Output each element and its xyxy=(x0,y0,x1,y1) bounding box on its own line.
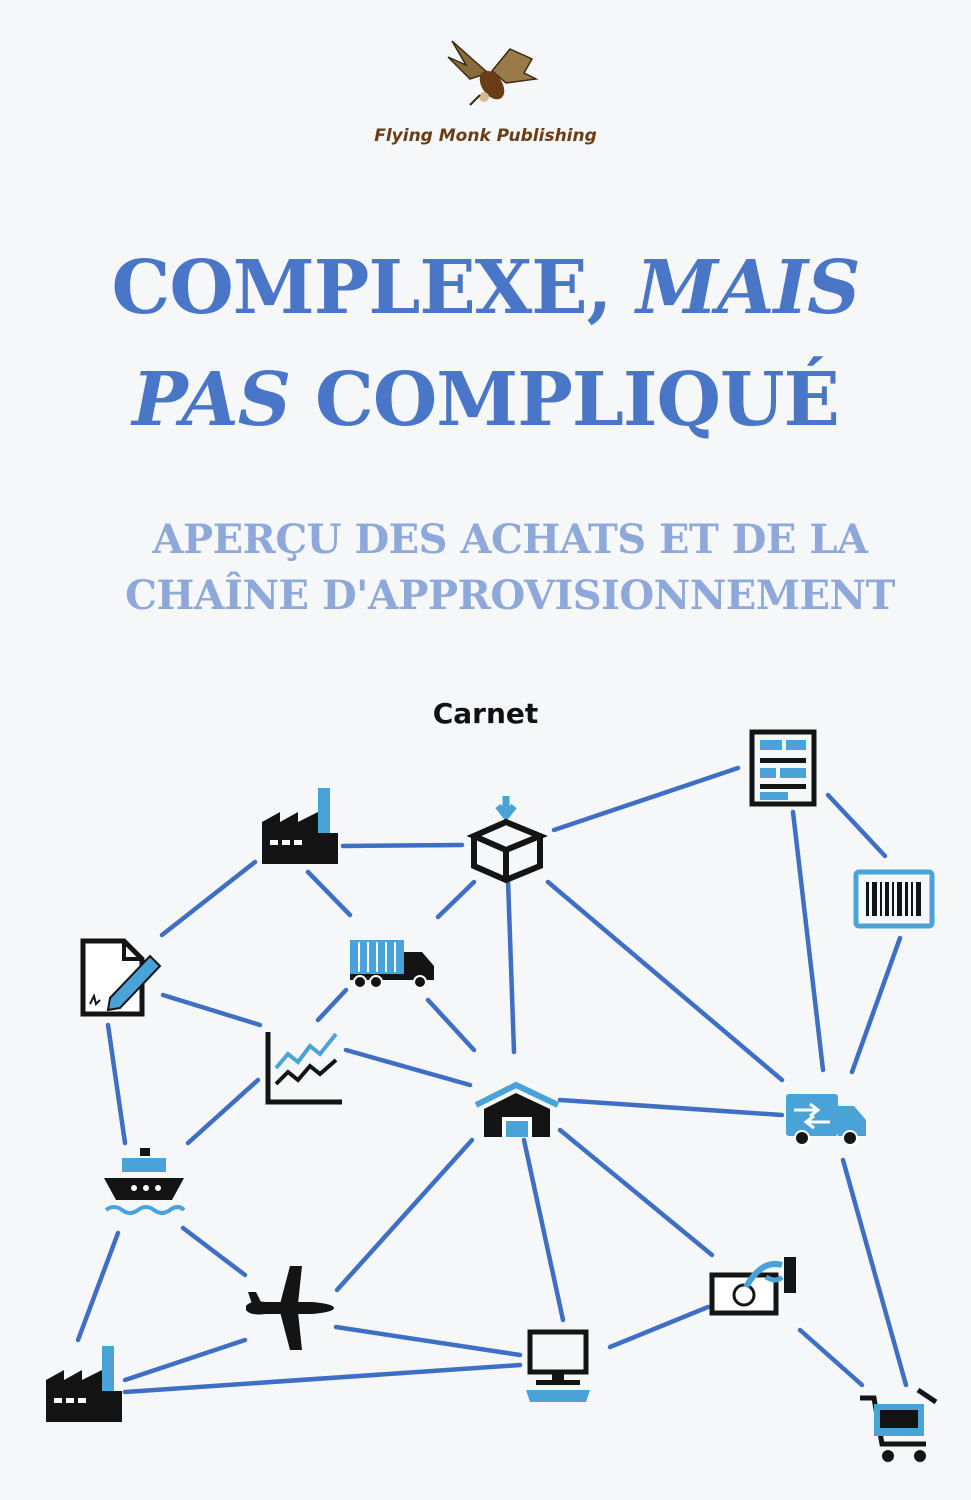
title-line-1: COMPLEXE, MAIS xyxy=(0,232,971,344)
supply-chain-network xyxy=(46,729,938,1462)
network-edges xyxy=(75,765,909,1395)
subtitle-line-1: APERÇU DES ACHATS ET DE LA xyxy=(152,516,868,563)
book-subtitle: APERÇU DES ACHATS ET DE LA CHAÎNE D'APPR… xyxy=(120,512,900,624)
title-part-pas: PAS xyxy=(132,357,291,443)
title-line-2: PAS COMPLIQUÉ xyxy=(0,344,971,456)
truck-icon xyxy=(350,940,434,989)
publisher-name: Flying Monk Publishing xyxy=(374,126,597,146)
factory-icon xyxy=(262,788,338,864)
payment-icon xyxy=(709,1257,796,1316)
warehouse-icon xyxy=(474,1081,560,1137)
format-label: Carnet xyxy=(432,697,539,730)
airplane-icon xyxy=(246,1266,334,1350)
warehouse-rack-icon xyxy=(749,729,817,807)
factory-icon xyxy=(46,1346,122,1422)
package-icon xyxy=(466,796,548,884)
shopping-cart-icon xyxy=(860,1387,938,1462)
title-part-complique: COMPLIQUÉ xyxy=(290,357,840,443)
computer-icon xyxy=(526,1329,590,1402)
title-part-mais: MAIS xyxy=(636,245,860,331)
document-sign-icon xyxy=(80,938,162,1017)
book-title: COMPLEXE, MAIS PAS COMPLIQUÉ xyxy=(0,232,971,456)
subtitle-line-2: CHAÎNE D'APPROVISIONNEMENT xyxy=(125,572,895,619)
barcode-icon xyxy=(853,869,935,929)
title-part-complexe: COMPLEXE, xyxy=(111,245,637,331)
flying-monk-logo xyxy=(447,40,539,106)
chart-icon xyxy=(265,1032,342,1105)
delivery-truck-icon xyxy=(786,1094,866,1146)
ship-icon xyxy=(104,1148,186,1215)
